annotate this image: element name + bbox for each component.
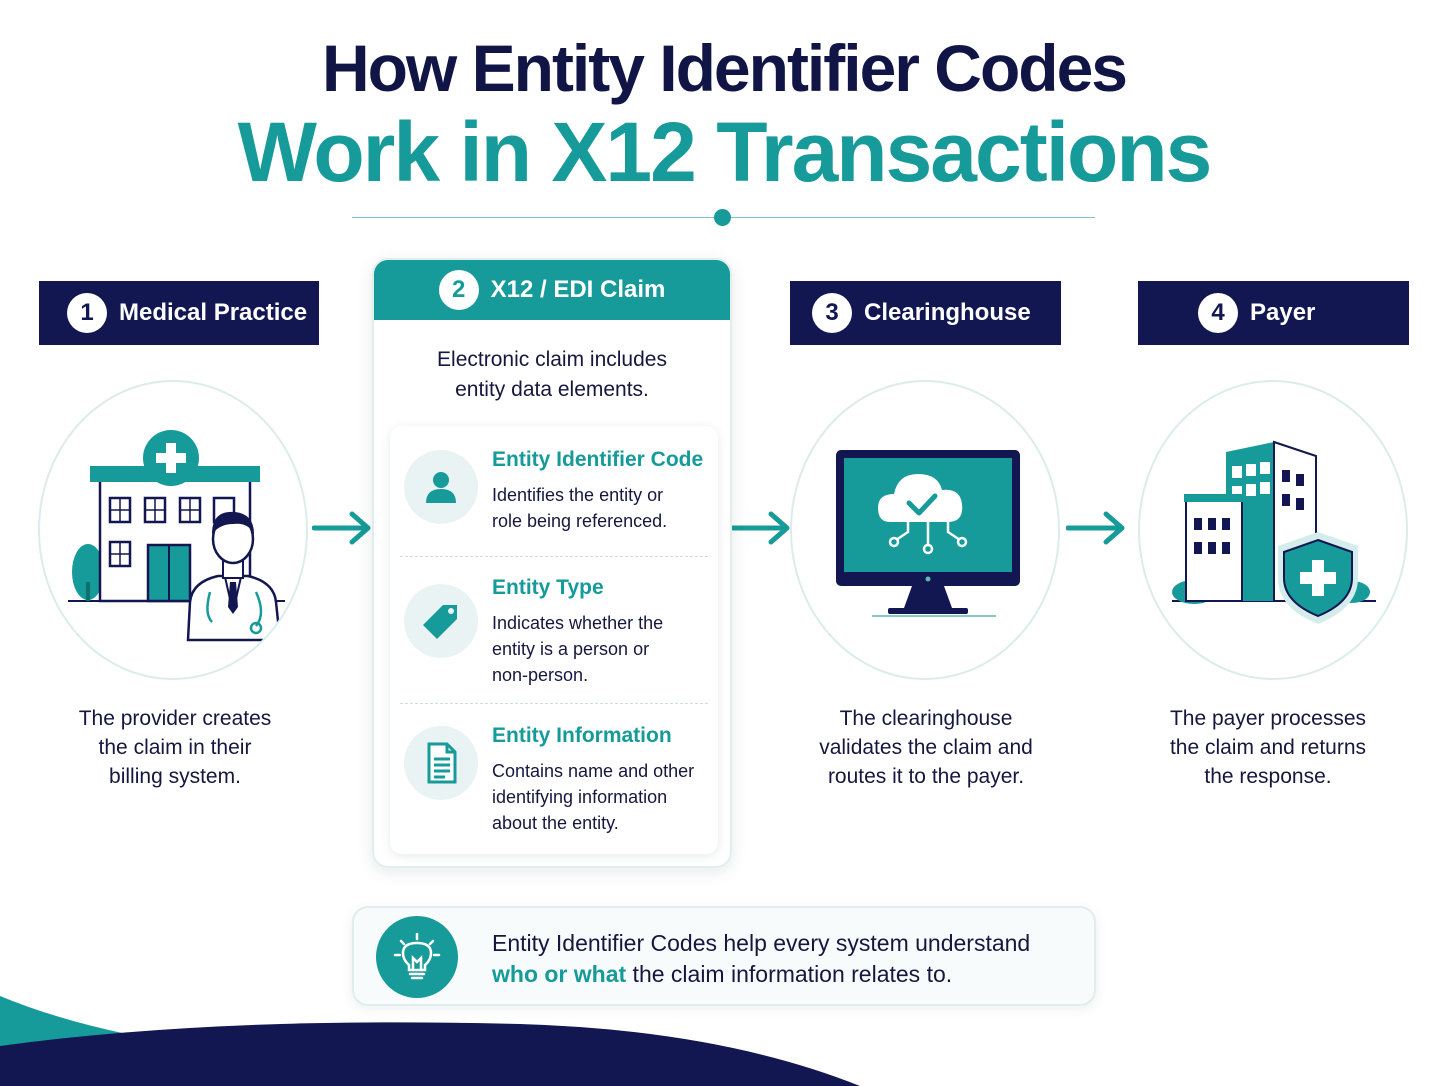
hospital-doctor-icon [68,430,285,642]
arrow-right-icon [312,511,371,545]
step-3-desc-line: validates the claim and [819,736,1033,759]
element-desc-line: Identifies the entity or [492,485,664,505]
element-desc-line: Indicates whether the [492,613,664,633]
step-2-label: X12 / EDI Claim [490,276,666,303]
step-1-desc-line: The provider creates [78,707,272,730]
title-divider-dot [714,209,731,226]
step-1-desc-line: the claim in their [98,736,252,759]
entity-type-desc: Indicates whether the entity is a person… [492,610,716,688]
step-1-illustration [38,380,308,680]
step-3-header: 3 Clearinghouse [790,281,1061,345]
element-desc-line: about the entity. [492,813,619,833]
title-divider-right [731,217,1095,218]
step-1-label: Medical Practice [119,299,308,326]
step-1-header: 1 Medical Practice [39,281,319,345]
bottom-wave [0,996,860,1086]
element-desc-line: Contains name and other [492,761,695,781]
lightbulb-icon [376,916,458,998]
entity-type-title: Entity Type [492,576,604,599]
step-2-number: 2 [438,270,479,310]
step-1-number: 1 [67,293,107,333]
step-4-description: The payer processes the claim and return… [1133,704,1403,791]
step-3-description: The clearinghouse validates the claim an… [786,704,1066,791]
step-1-desc-line: billing system. [109,765,241,788]
arrow-right-icon [1066,511,1125,545]
entity-identifier-code-desc: Identifies the entity or role being refe… [492,482,716,534]
claim-card: 2 X12 / EDI Claim Electronic claim inclu… [372,258,732,868]
callout-line-2: who or what the claim information relate… [492,959,1030,990]
person-icon [404,450,478,524]
step-3-number: 3 [812,293,852,333]
element-separator [400,556,708,557]
entity-identifier-code-title: Entity Identifier Code [492,448,704,471]
summary-callout: Entity Identifier Codes help every syste… [352,906,1096,1006]
callout-line-1: Entity Identifier Codes help every syste… [492,930,1031,956]
title-divider-left [352,217,714,218]
step-4-desc-line: the response. [1204,765,1332,788]
step-2-header: 2 X12 / EDI Claim [374,260,730,320]
claim-intro-line: entity data elements. [455,378,649,401]
element-desc-line: entity is a person or [492,639,650,659]
element-desc-line: identifying information [492,787,668,807]
step-3-label: Clearinghouse [864,299,1031,326]
document-icon [404,726,478,800]
step-4-desc-line: The payer processes [1169,707,1367,730]
step-3-illustration [790,380,1060,680]
element-desc-line: role being referenced. [492,511,668,531]
entity-information-title: Entity Information [492,724,672,747]
claim-intro-line: Electronic claim includes [437,348,667,371]
step-4-number: 4 [1198,293,1238,333]
element-desc-line: non-person. [492,665,589,685]
step-3-desc-line: routes it to the payer. [827,765,1025,788]
step-4-header: 4 Payer [1138,281,1409,345]
entity-elements-list: Entity Identifier Code Identifies the en… [390,426,718,854]
step-1-description: The provider creates the claim in their … [40,704,310,791]
element-separator [400,703,708,704]
step-4-desc-line: the claim and returns [1169,736,1367,759]
entity-information-desc: Contains name and other identifying info… [492,758,716,836]
tag-icon [404,584,478,658]
callout-highlight: who or what [492,961,627,987]
cloud-monitor-icon [836,450,1020,617]
arrow-right-icon [731,511,790,545]
callout-text: Entity Identifier Codes help every syste… [492,928,1030,990]
title-line-1: How Entity Identifier Codes [321,31,1128,105]
step-4-illustration [1138,380,1408,680]
step-4-label: Payer [1250,299,1316,326]
title-line-2: Work in X12 Transactions [237,105,1213,199]
callout-line-2-rest: the claim information relates to. [626,961,953,987]
insurer-shield-icon [1172,440,1376,624]
claim-intro: Electronic claim includes entity data el… [374,345,730,405]
step-3-desc-line: The clearinghouse [839,707,1013,730]
